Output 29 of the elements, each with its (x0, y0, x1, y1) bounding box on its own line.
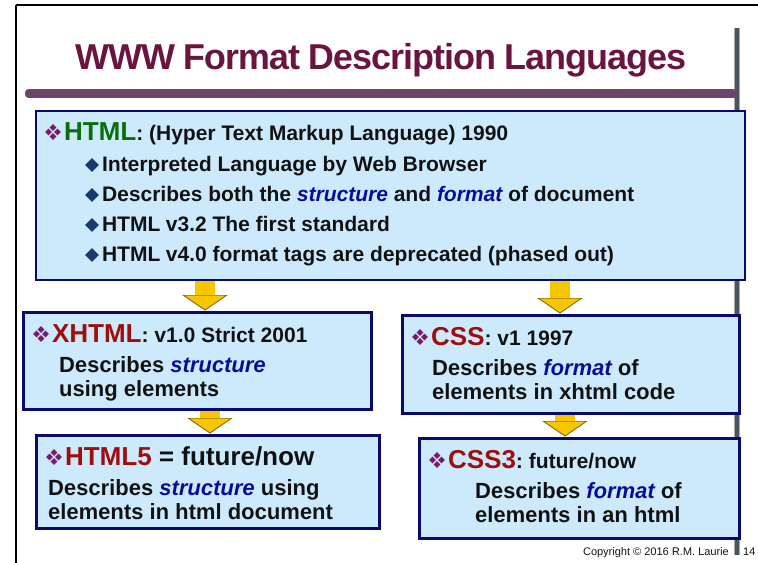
topic-box (401, 314, 741, 415)
bullet-text: Describes both the structure and format of document (102, 183, 634, 207)
bullet-text: HTML v3.2 The first standard (102, 213, 390, 237)
topic-heading-text: : v1 1997 (484, 327, 574, 351)
topic-box (22, 311, 373, 411)
block-arrow (542, 415, 588, 436)
topic-name: HTML5 (65, 441, 152, 472)
description-text: Describes format of elements in an html (475, 479, 683, 528)
block-arrow (182, 281, 228, 310)
description-text: Describes structure using elements in html document (48, 476, 334, 524)
bullet-text: HTML v4.0 format tags are deprecated (phased out) (102, 243, 614, 267)
bullet-text: Interpreted Language by Web Browser (102, 153, 487, 177)
block-arrow (538, 281, 582, 314)
description-text: Describes format of elements in xhtml code (432, 356, 676, 404)
slide-title: WWW Format Description Languages (74, 36, 686, 78)
block-arrow (188, 411, 232, 434)
topic-heading-text: : (Hyper Text Markup Language) 1990 (136, 122, 508, 146)
topic-box (35, 434, 381, 530)
topic-box (35, 110, 746, 281)
topic-heading-text: = future/now (158, 441, 314, 472)
topic-box (418, 437, 741, 540)
topic-name: CSS3 (448, 444, 516, 475)
description-text: Describes structure using elements (59, 353, 267, 402)
topic-name: HTML (64, 116, 136, 147)
topic-heading-text: : future/now (516, 450, 636, 474)
topic-name: XHTML (52, 318, 142, 349)
topic-name: CSS (431, 321, 484, 352)
topic-heading-text: : v1.0 Strict 2001 (142, 324, 308, 348)
page-number: 14 (743, 546, 756, 558)
